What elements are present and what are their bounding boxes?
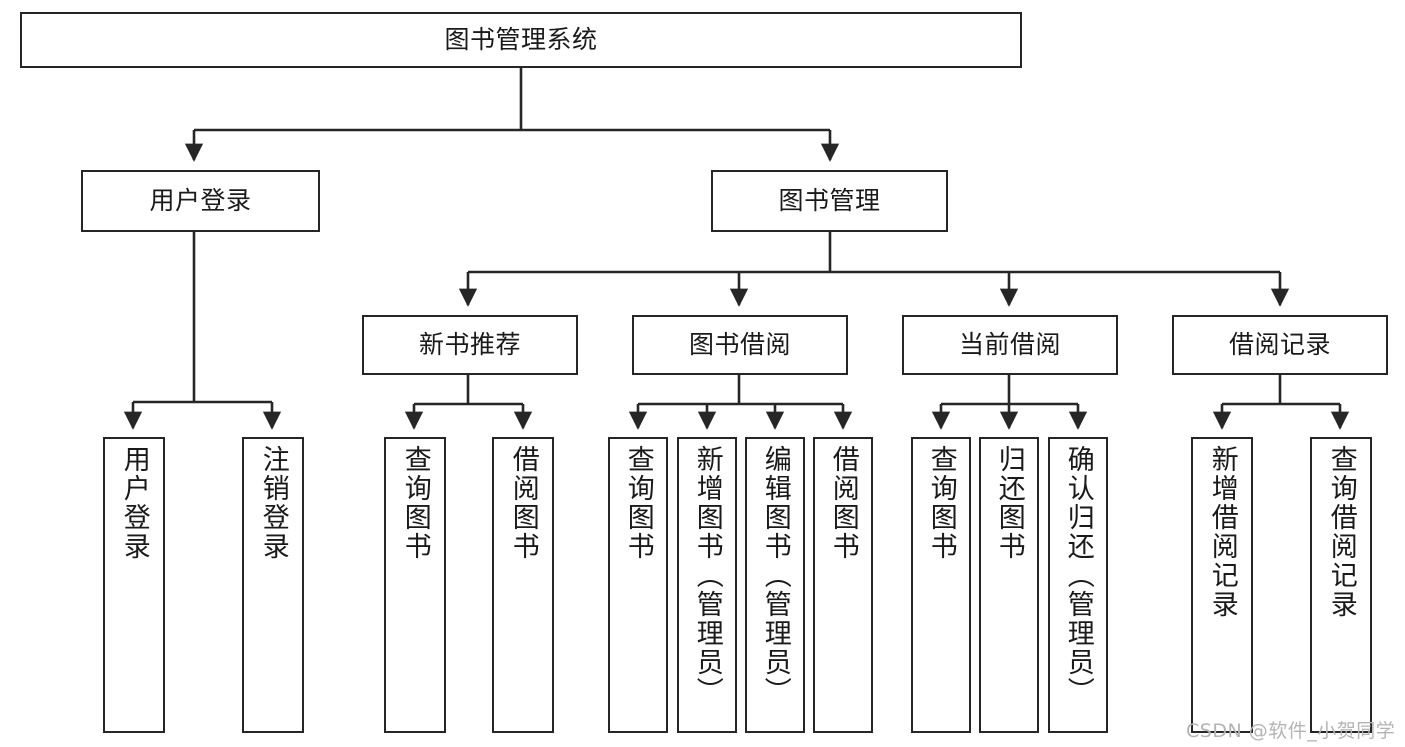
node-leaf-user-login[interactable]: 用户登录 xyxy=(103,437,165,733)
node-leaf-add-record[interactable]: 新增借阅记录 xyxy=(1191,437,1253,733)
node-leaf-borrow-book-1-label: 借阅图书 xyxy=(507,445,539,561)
node-book-borrow-label: 图书借阅 xyxy=(688,329,791,359)
node-root[interactable]: 图书管理系统 xyxy=(20,12,1022,68)
node-leaf-add-book-label: 新增图书（管理员） xyxy=(691,445,723,706)
node-user-login-label: 用户登录 xyxy=(149,185,252,215)
node-leaf-confirm-return-label: 确认归还（管理员） xyxy=(1062,445,1094,706)
node-root-label: 图书管理系统 xyxy=(444,24,598,54)
node-borrow-record[interactable]: 借阅记录 xyxy=(1172,315,1388,375)
node-leaf-query-book-1-label: 查询图书 xyxy=(399,445,431,561)
node-leaf-query-book-2-label: 查询图书 xyxy=(622,445,654,561)
node-leaf-query-record[interactable]: 查询借阅记录 xyxy=(1310,437,1372,733)
node-leaf-query-record-label: 查询借阅记录 xyxy=(1325,445,1357,619)
node-leaf-return-book[interactable]: 归还图书 xyxy=(979,437,1039,733)
node-leaf-query-book-3[interactable]: 查询图书 xyxy=(911,437,971,733)
node-leaf-borrow-book-2[interactable]: 借阅图书 xyxy=(813,437,873,733)
node-leaf-borrow-book-2-label: 借阅图书 xyxy=(827,445,859,561)
node-leaf-return-book-label: 归还图书 xyxy=(993,445,1025,561)
node-leaf-edit-book[interactable]: 编辑图书（管理员） xyxy=(745,437,805,733)
node-leaf-query-book-2[interactable]: 查询图书 xyxy=(608,437,668,733)
node-book-management-label: 图书管理 xyxy=(778,185,881,215)
node-leaf-edit-book-label: 编辑图书（管理员） xyxy=(759,445,791,706)
node-book-management[interactable]: 图书管理 xyxy=(711,170,948,232)
node-leaf-add-record-label: 新增借阅记录 xyxy=(1206,445,1238,619)
node-current-borrow[interactable]: 当前借阅 xyxy=(902,315,1118,375)
node-user-login[interactable]: 用户登录 xyxy=(81,170,320,232)
node-leaf-confirm-return[interactable]: 确认归还（管理员） xyxy=(1048,437,1108,733)
node-borrow-record-label: 借阅记录 xyxy=(1228,329,1331,359)
node-leaf-query-book-3-label: 查询图书 xyxy=(925,445,957,561)
node-book-borrow[interactable]: 图书借阅 xyxy=(632,315,848,375)
node-current-borrow-label: 当前借阅 xyxy=(958,329,1061,359)
node-leaf-user-login-label: 用户登录 xyxy=(118,445,150,561)
node-leaf-borrow-book-1[interactable]: 借阅图书 xyxy=(492,437,554,733)
node-leaf-logout-login-label: 注销登录 xyxy=(257,445,289,561)
node-new-book-recommend[interactable]: 新书推荐 xyxy=(362,315,578,375)
node-leaf-logout-login[interactable]: 注销登录 xyxy=(242,437,304,733)
node-leaf-query-book-1[interactable]: 查询图书 xyxy=(384,437,446,733)
node-leaf-add-book[interactable]: 新增图书（管理员） xyxy=(677,437,737,733)
node-new-book-recommend-label: 新书推荐 xyxy=(418,329,521,359)
